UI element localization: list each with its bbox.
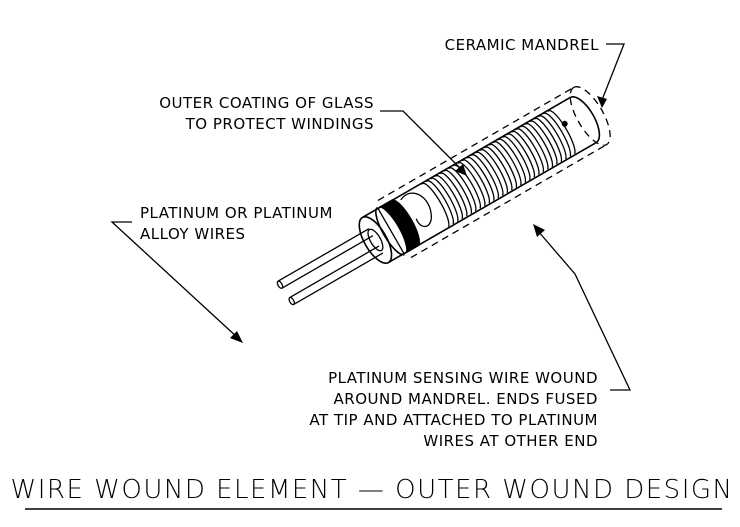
ceramic-mandrel	[358, 96, 601, 264]
winding-turn	[470, 154, 500, 199]
winding-turn	[493, 141, 522, 186]
winding-turn	[452, 164, 482, 209]
winding-turn	[538, 115, 567, 160]
label-sensing-wire-line4: WIRES AT OTHER END	[423, 432, 598, 450]
black-band	[375, 199, 421, 256]
winding-turn	[448, 167, 477, 212]
winding-turn	[547, 109, 576, 155]
leader-sensing-wire	[533, 224, 632, 391]
label-sensing-wire-line1: PLATINUM SENSING WIRE WOUND	[328, 369, 598, 387]
winding-turn	[511, 130, 540, 175]
winding-turn	[488, 143, 518, 188]
winding-turn	[425, 180, 455, 225]
leader-platinum-wires	[110, 221, 243, 343]
lead-attachment	[400, 192, 433, 228]
leader-outer-coating	[380, 110, 467, 176]
wire-wound-element	[276, 86, 611, 306]
winding-turn	[524, 122, 554, 168]
winding-turn	[475, 151, 504, 196]
sensing-wire-windings	[421, 109, 576, 227]
label-outer-coating-line2: TO PROTECT WINDINGS	[185, 115, 374, 133]
winding-turn	[443, 169, 473, 214]
label-sensing-wire-line3: AT TIP AND ATTACHED TO PLATINUM	[309, 411, 598, 429]
label-platinum-wires-line1: PLATINUM OR PLATINUM	[140, 204, 333, 222]
winding-turn	[434, 174, 464, 220]
winding-turn	[515, 128, 545, 173]
winding-turn	[497, 138, 527, 183]
diagram-title: WIRE WOUND ELEMENT — OUTER WOUND DESIGN	[11, 475, 734, 505]
winding-turn	[506, 133, 536, 178]
winding-turn	[520, 125, 549, 170]
winding-turn	[457, 161, 486, 207]
outer-glass-coating	[377, 86, 611, 259]
label-ceramic-mandrel: CERAMIC MANDREL	[445, 36, 600, 54]
winding-turn	[484, 146, 513, 191]
winding-turn	[461, 159, 491, 204]
lead-wires	[276, 228, 384, 306]
winding-turn	[502, 135, 531, 181]
label-outer-coating-line1: OUTER COATING OF GLASS	[159, 94, 374, 112]
winding-turn	[421, 182, 450, 227]
label-sensing-wire-line2: AROUND MANDREL. ENDS FUSED	[334, 390, 598, 408]
winding-turn	[430, 177, 459, 222]
winding-turn	[479, 148, 509, 194]
winding-turn	[533, 117, 563, 162]
winding-turn	[529, 120, 558, 165]
winding-turn	[439, 172, 468, 217]
label-platinum-wires-line2: ALLOY WIRES	[140, 225, 246, 243]
leader-ceramic-mandrel	[597, 43, 625, 108]
winding-turn	[466, 156, 495, 201]
winding-turn	[542, 112, 572, 157]
